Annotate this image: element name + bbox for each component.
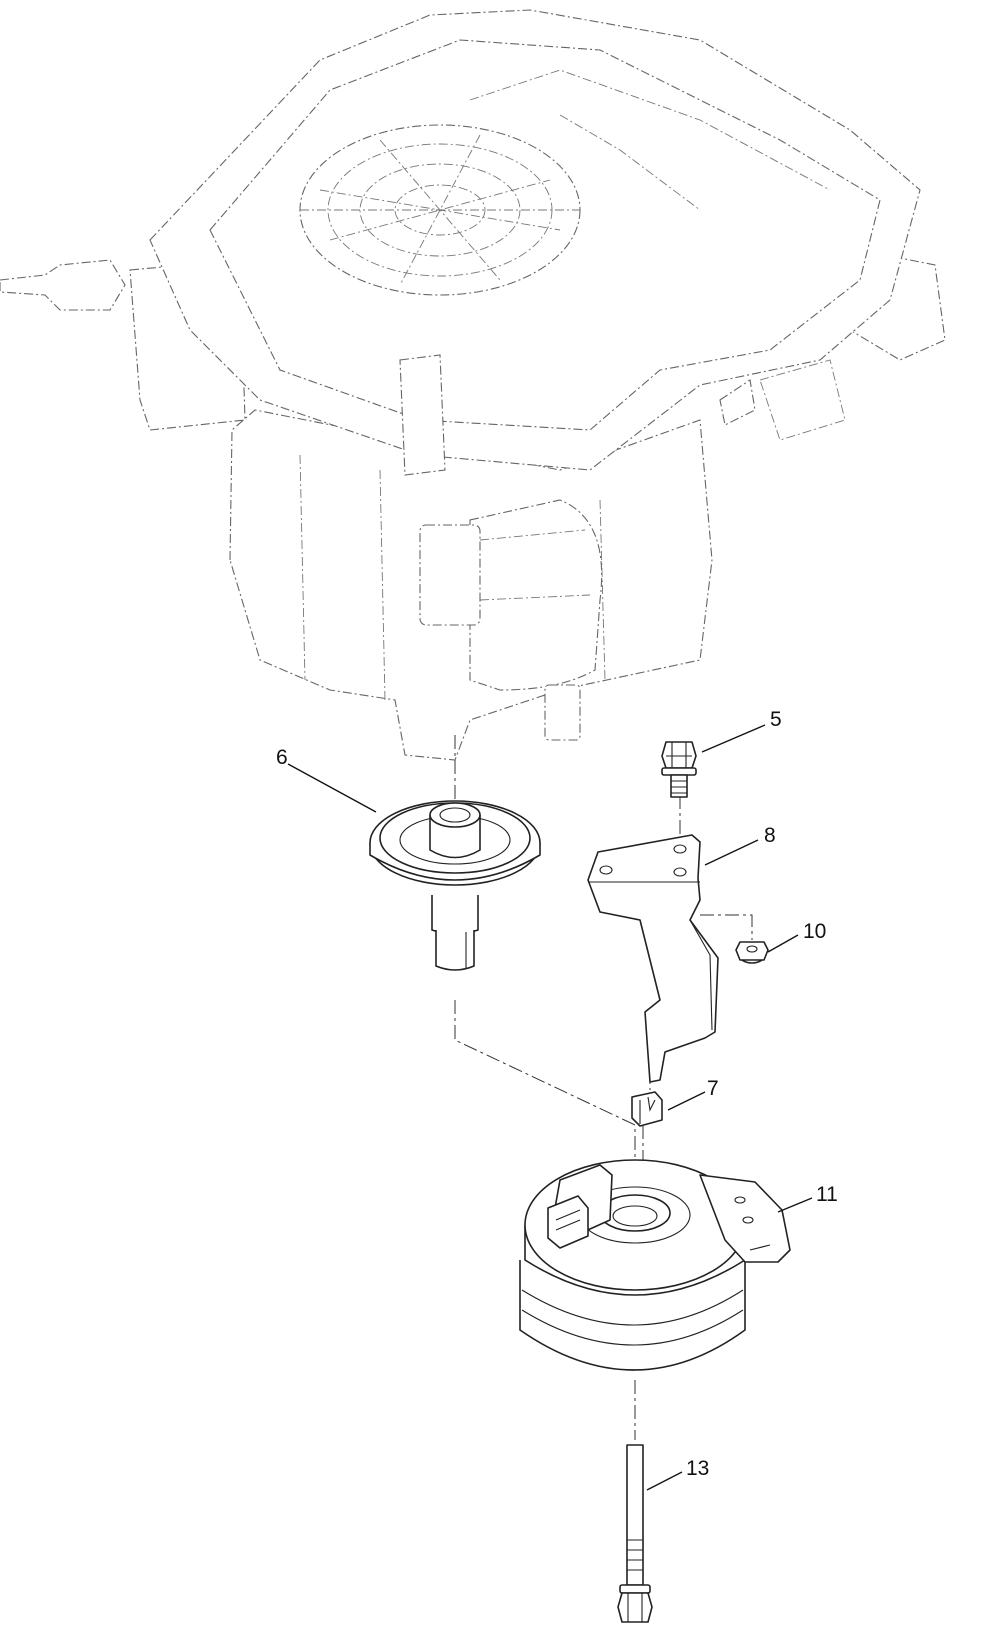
leader-11 bbox=[777, 1197, 813, 1213]
part-6-pulley bbox=[369, 800, 541, 971]
leader-10 bbox=[767, 934, 799, 953]
callout-7: 7 bbox=[707, 1077, 719, 1100]
leader-6 bbox=[287, 763, 377, 813]
callout-labels: 5 6 8 10 7 11 13 bbox=[276, 708, 838, 1480]
leader-13 bbox=[646, 1471, 683, 1491]
leader-8 bbox=[704, 839, 759, 866]
centerlines bbox=[454, 735, 753, 1440]
part-7-clip bbox=[631, 1091, 663, 1127]
callout-6: 6 bbox=[276, 746, 288, 769]
part-10-flange-nut bbox=[735, 941, 769, 964]
leader-lines bbox=[287, 724, 813, 1491]
part-11-clutch bbox=[519, 1159, 791, 1371]
callout-11: 11 bbox=[816, 1183, 838, 1206]
part-5-bolt bbox=[661, 741, 697, 798]
part-8-bracket bbox=[587, 834, 719, 1083]
leader-5 bbox=[701, 724, 766, 753]
callout-13: 13 bbox=[686, 1457, 709, 1480]
leader-7 bbox=[667, 1091, 706, 1111]
engine-phantom bbox=[0, 9, 946, 761]
part-13-bolt bbox=[617, 1444, 653, 1623]
callout-8: 8 bbox=[764, 824, 776, 847]
callout-10: 10 bbox=[803, 920, 826, 943]
callout-5: 5 bbox=[770, 708, 782, 731]
